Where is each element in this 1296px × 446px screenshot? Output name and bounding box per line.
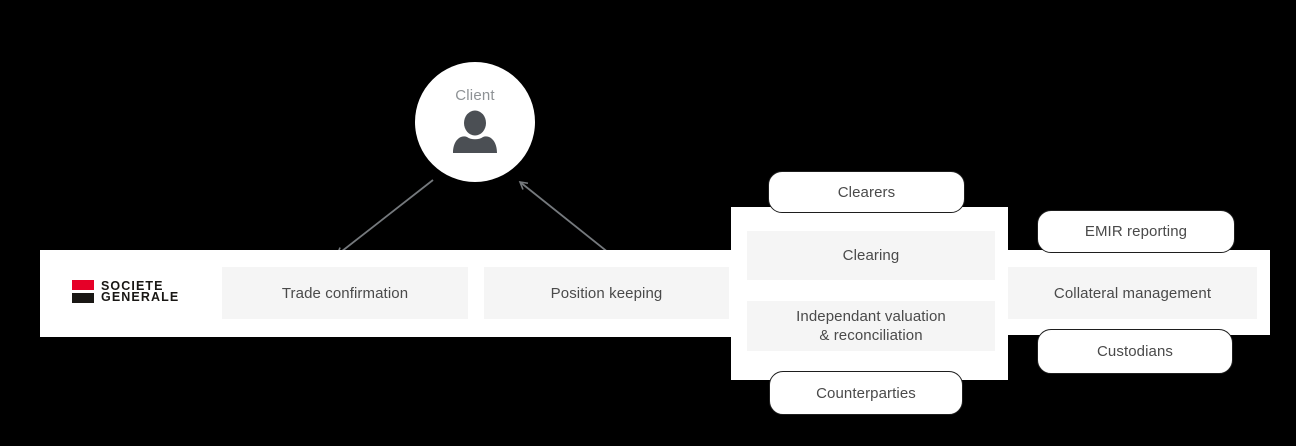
person-icon — [453, 110, 497, 153]
node-collateral-management: Collateral management — [1008, 267, 1257, 319]
node-emir-reporting: EMIR reporting — [1037, 210, 1235, 253]
node-clearing-label: Clearing — [842, 247, 900, 264]
societe-generale-wordmark: SOCIETE GENERALE — [101, 278, 180, 304]
arrow-to-trade-confirmation — [335, 179, 434, 256]
node-emir-reporting-label: EMIR reporting — [1084, 223, 1188, 240]
node-custodians: Custodians — [1037, 329, 1233, 374]
node-trade-confirmation-label: Trade confirmation — [281, 284, 409, 302]
arrow-from-position-keeping-to-client — [518, 180, 615, 258]
node-trade-confirmation: Trade confirmation — [222, 267, 468, 319]
node-custodians-label: Custodians — [1096, 343, 1174, 360]
node-clearing: Clearing — [747, 231, 995, 280]
node-position-keeping: Position keeping — [484, 267, 729, 319]
node-position-keeping-label: Position keeping — [550, 284, 663, 302]
societe-generale-logo: SOCIETE GENERALE — [72, 278, 180, 304]
node-independant-valuation: Independant valuation & reconciliation — [747, 301, 995, 351]
node-clearers-label: Clearers — [837, 183, 896, 201]
node-counterparties: Counterparties — [769, 371, 963, 415]
node-clearers: Clearers — [768, 171, 965, 213]
node-independant-valuation-line1: Independant valuation — [796, 308, 946, 325]
node-counterparties-label: Counterparties — [816, 384, 916, 402]
client-node: Client — [415, 62, 535, 182]
node-collateral-management-label: Collateral management — [1053, 284, 1212, 302]
societe-generale-logo-mark — [72, 280, 94, 303]
node-independant-valuation-line2: & reconciliation — [819, 327, 923, 344]
client-label: Client — [455, 87, 495, 104]
